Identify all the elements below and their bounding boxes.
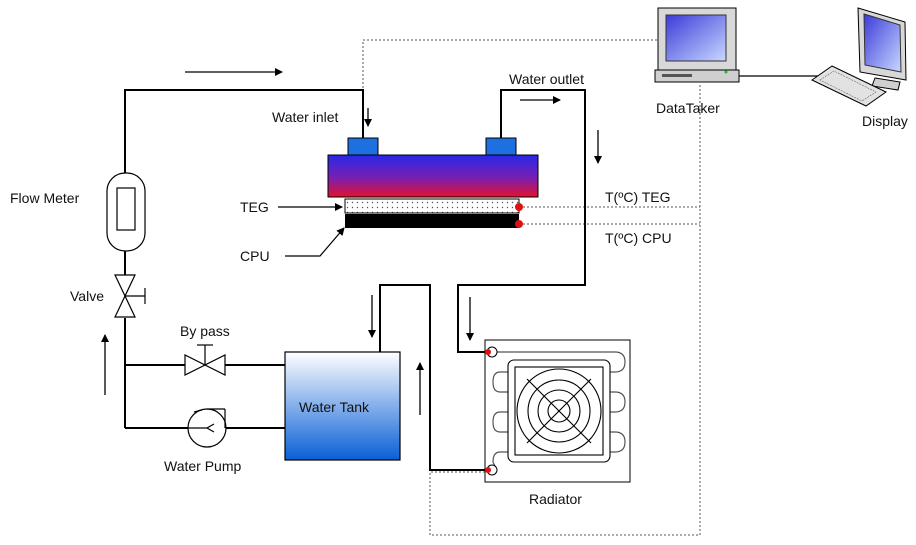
water-tank-label: Water Tank: [299, 399, 370, 415]
water-inlet-label: Water inlet: [272, 109, 339, 125]
keyboard-icon: [811, 65, 887, 107]
water-pipes: [124, 89, 586, 471]
fan-icon: [507, 359, 611, 463]
cooling-block: [327, 137, 539, 198]
by-pass-label: By pass: [180, 323, 230, 339]
flow-meter: [106, 172, 146, 252]
flow-arrows: [101, 68, 602, 415]
water-tank: [284, 351, 401, 461]
water-pump-label: Water Pump: [164, 458, 241, 474]
valve-label: Valve: [70, 288, 104, 304]
cpu-sensor: [515, 220, 523, 228]
valve-icon: [114, 274, 146, 318]
pump-icon: [187, 408, 227, 448]
radiator: [484, 339, 631, 483]
teg-label: TEG: [240, 199, 269, 215]
cpu-label: CPU: [240, 248, 270, 264]
t-teg-label: T(ºC) TEG: [605, 189, 671, 205]
flow-meter-label: Flow Meter: [10, 190, 80, 206]
cpu-chip: [345, 214, 519, 228]
bypass-valve-icon: [184, 344, 226, 376]
t-cpu-label: T(ºC) CPU: [605, 230, 672, 246]
water-outlet-label: Water outlet: [509, 71, 584, 87]
teg-sensor: [515, 203, 523, 211]
datataker-label: DataTaker: [656, 100, 720, 116]
monitor-icon: [857, 7, 907, 91]
desktop-computer-icon: [654, 7, 740, 83]
teg-module: [344, 198, 520, 214]
radiator-label: Radiator: [529, 491, 582, 507]
display-label: Display: [862, 113, 908, 129]
